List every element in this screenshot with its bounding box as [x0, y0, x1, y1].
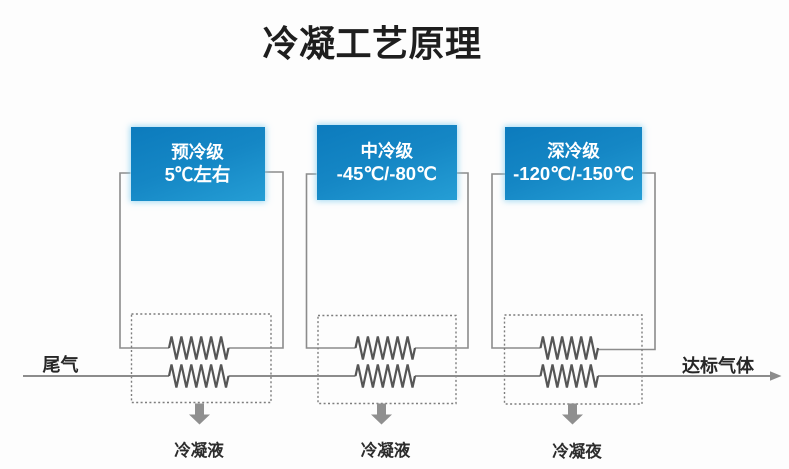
drain-down-arrow-icon-2	[371, 403, 392, 425]
coil-refrigerant-3	[539, 336, 600, 360]
drain-down-arrow-icon-3	[562, 403, 583, 425]
stage-temperature-3: -120℃/-150℃	[513, 163, 634, 184]
condensate-label-2: 冷凝液	[360, 442, 411, 460]
stage-box-midcool: 中冷级 -45℃/-80℃	[316, 125, 457, 200]
loop-line-right-3	[598, 172, 656, 351]
coil-refrigerant-2	[354, 336, 417, 360]
coil-gas-3	[539, 364, 600, 388]
loop-line-right-1	[228, 171, 284, 349]
outlet-gas-label: 达标气体	[682, 356, 754, 376]
stage-name-2: 中冷级	[360, 140, 414, 161]
coil-gas-1	[167, 364, 230, 388]
stage-box-precool: 预冷级 5℃左右	[130, 127, 265, 201]
loop-line-right-2	[415, 172, 469, 349]
exchanger-dashed-box-2	[317, 314, 457, 405]
loop-line-left-1	[119, 172, 169, 349]
diagram-title: 冷凝工艺原理	[262, 23, 482, 64]
loop-line-left-3	[491, 173, 541, 349]
condensate-label-1: 冷凝液	[174, 442, 224, 460]
stage-name-3: 深冷级	[547, 141, 600, 161]
condensate-label-3: 冷凝夜	[552, 443, 602, 461]
gas-line-arrowhead-icon	[770, 371, 782, 381]
loop-line-left-2	[305, 173, 356, 349]
exchanger-dashed-box-1	[130, 313, 272, 404]
stage-temperature-2: -45℃/-80℃	[336, 162, 437, 184]
drain-down-arrow-icon-1	[189, 403, 210, 425]
coil-refrigerant-1	[167, 336, 230, 360]
stage-name-1: 预冷级	[171, 142, 224, 162]
inlet-gas-label: 尾气	[42, 355, 79, 375]
coil-gas-2	[354, 364, 417, 388]
stage-temperature-1: 5℃左右	[164, 164, 231, 185]
stage-box-deepcool: 深冷级 -120℃/-150℃	[505, 126, 642, 200]
exchanger-dashed-box-3	[503, 314, 643, 405]
